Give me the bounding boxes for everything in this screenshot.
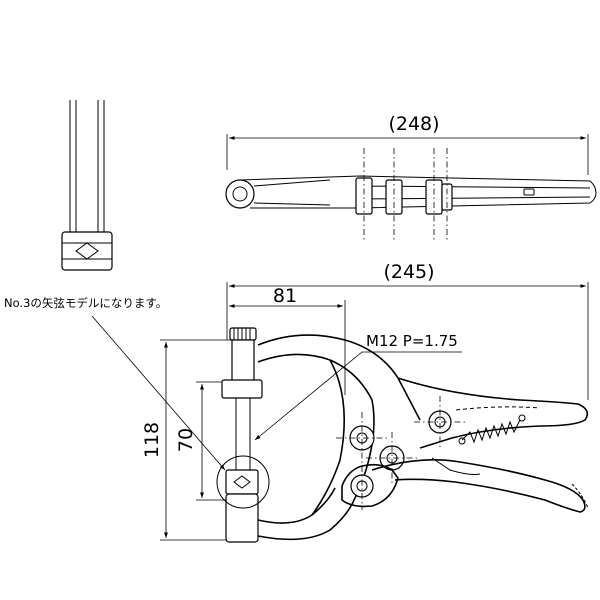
top-view [225,134,597,240]
jaw-reach-label: 81 [273,285,297,307]
top-length-label: (248) [388,113,439,135]
side-view [61,100,113,271]
thread-label: M12 P=1.75 [366,332,458,350]
leader-lines [91,315,462,471]
bottom-length-label: (245) [383,261,434,283]
front-view [160,282,589,543]
opening-label: 70 [175,428,197,452]
overall-height-label: 118 [141,422,163,458]
model-note: No.3の矢弦モデルになります。 [4,296,167,310]
